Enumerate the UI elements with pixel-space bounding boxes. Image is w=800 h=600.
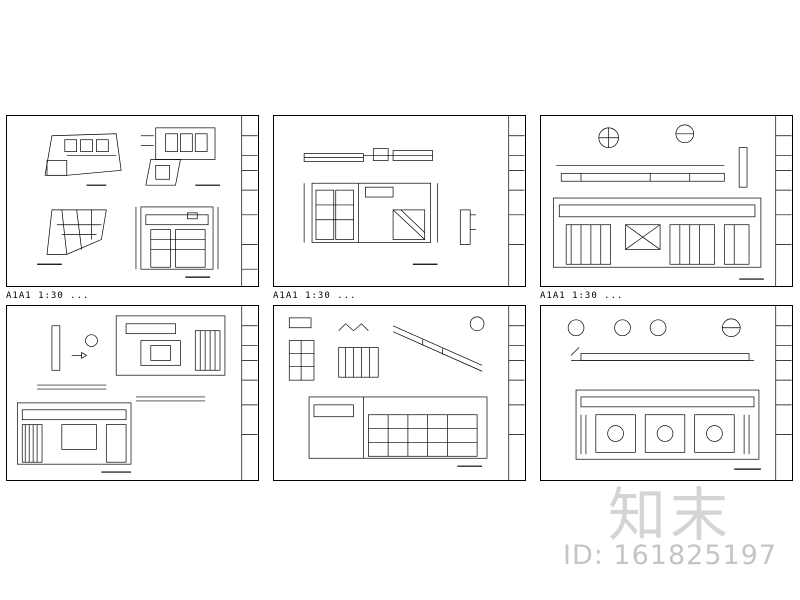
sheet-5-linework bbox=[288, 306, 525, 480]
sheet-4-linework bbox=[16, 306, 258, 480]
drawing-sheet-6 bbox=[540, 305, 793, 481]
drawing-sheet-3 bbox=[540, 115, 793, 287]
drawing-sheet-1 bbox=[6, 115, 259, 287]
watermark-logo: 知末 bbox=[608, 481, 733, 549]
watermark-id: ID: 161825197 bbox=[563, 540, 778, 571]
sheet-1-linework bbox=[37, 116, 258, 286]
sheet-6-linework bbox=[567, 306, 792, 480]
sheet-2-linework bbox=[303, 116, 525, 286]
drawing-sheet-5 bbox=[273, 305, 526, 481]
drawing-sheet-4 bbox=[6, 305, 259, 481]
sheet-3-linework bbox=[552, 116, 792, 286]
sheet-2-caption: A1A1 1:30 ... bbox=[273, 291, 357, 301]
drawing-sheet-2 bbox=[273, 115, 526, 287]
sheet-3-caption: A1A1 1:30 ... bbox=[540, 291, 624, 301]
sheet-1-caption: A1A1 1:30 ... bbox=[6, 291, 90, 301]
